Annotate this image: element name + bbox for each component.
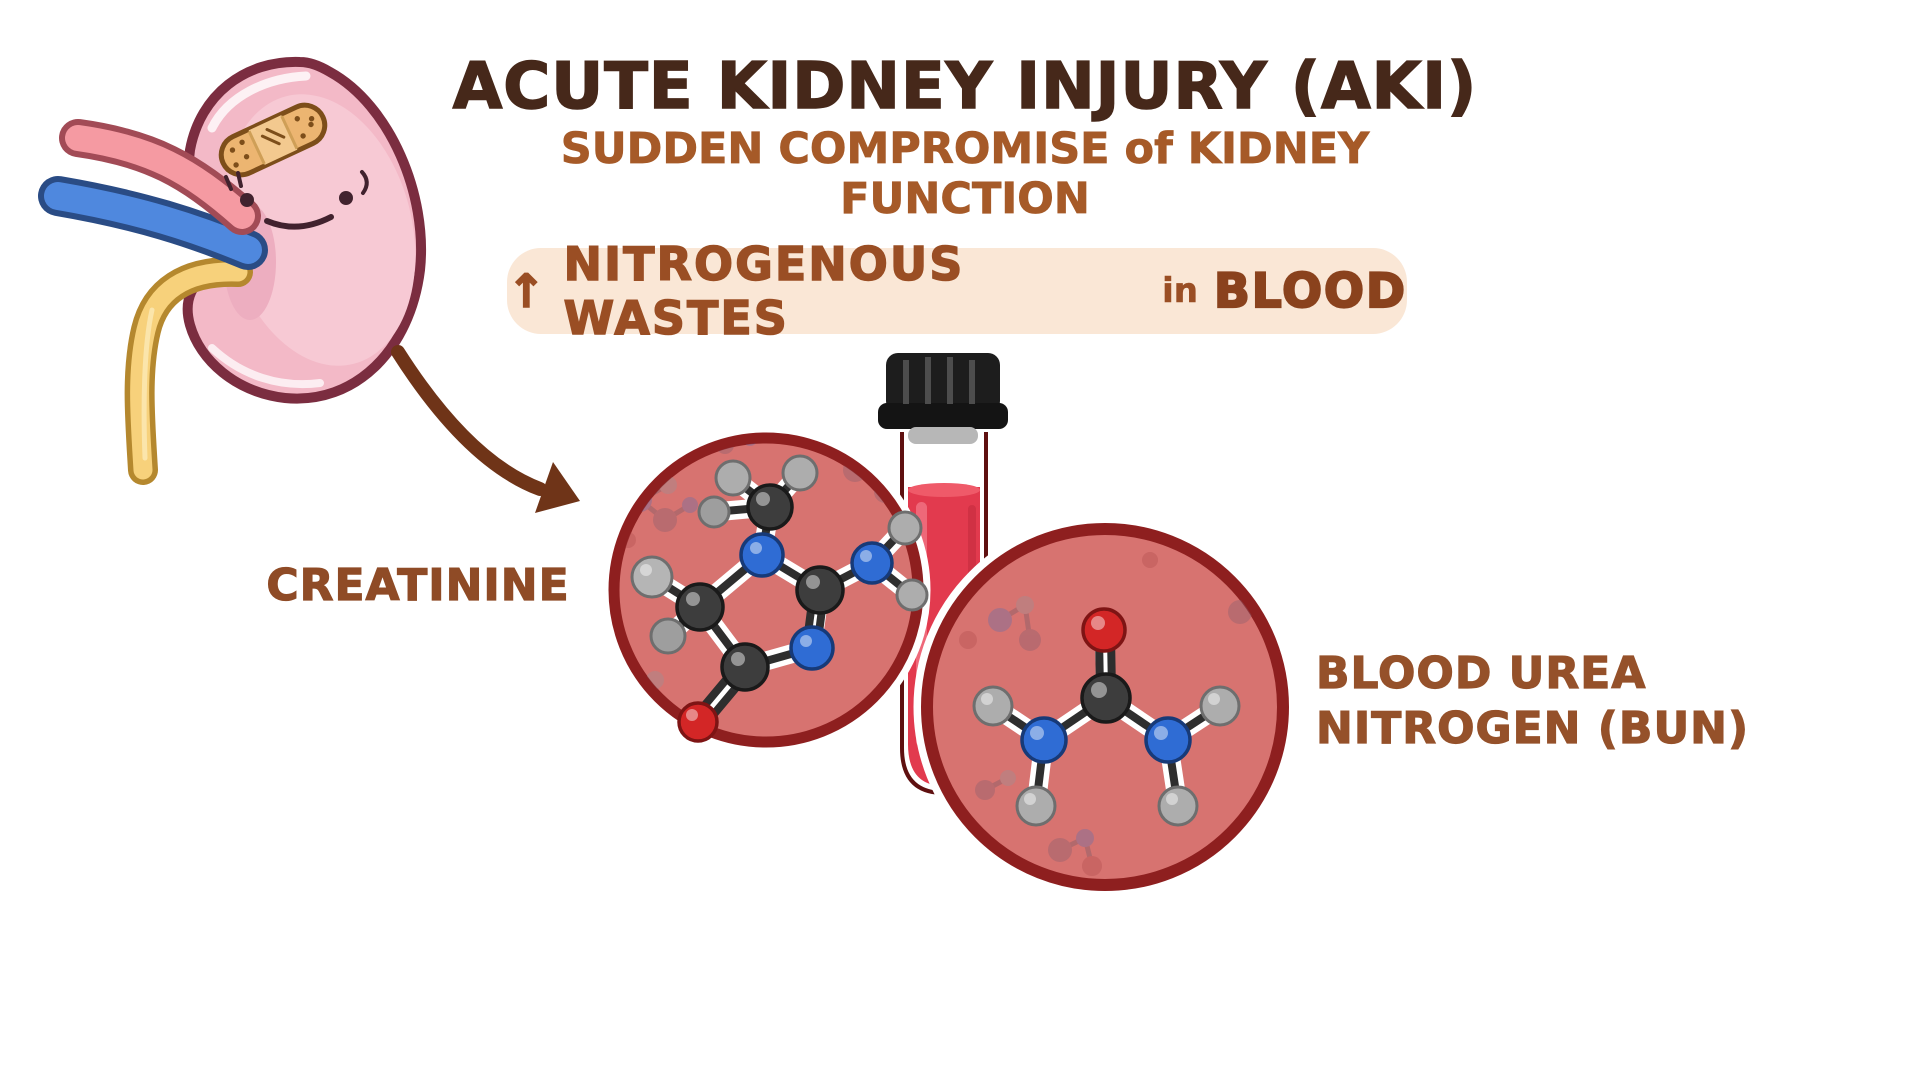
kidney-icon [38,56,426,485]
renal-vein-icon [38,176,268,270]
banner-label-main: NITROGENOUS WASTES [563,236,965,345]
banner-label-emphasis: BLOOD [1213,262,1407,319]
page-title: ACUTE KIDNEY INJURY (AKI) [452,49,1478,125]
page-subtitle: SUDDEN COMPROMISE of KIDNEY FUNCTION [560,124,1370,225]
renal-artery-icon [59,119,261,235]
curved-arrow-icon [391,345,580,513]
banner-label-connector: in [1162,271,1198,312]
creatinine-molecule-icon [630,454,929,743]
kidney-face [224,170,369,230]
bun-label-line2: NITROGEN (BUN) [1315,702,1750,754]
nitrogenous-wastes-banner: ↑ NITROGENOUS WASTES in BLOOD [506,236,1407,346]
bun-magnifier-circle [913,515,1297,899]
bun-label: BLOOD UREA NITROGEN (BUN) [1315,646,1756,756]
up-arrow-icon: ↑ [506,263,548,318]
creatinine-label: CREATININE [266,559,570,611]
urea-molecule-icon [972,607,1241,827]
ureter-icon [124,256,253,485]
bandage-icon [218,102,328,178]
bun-label-line1: BLOOD UREA [1315,647,1647,699]
creatinine-magnifier-circle [601,425,931,755]
